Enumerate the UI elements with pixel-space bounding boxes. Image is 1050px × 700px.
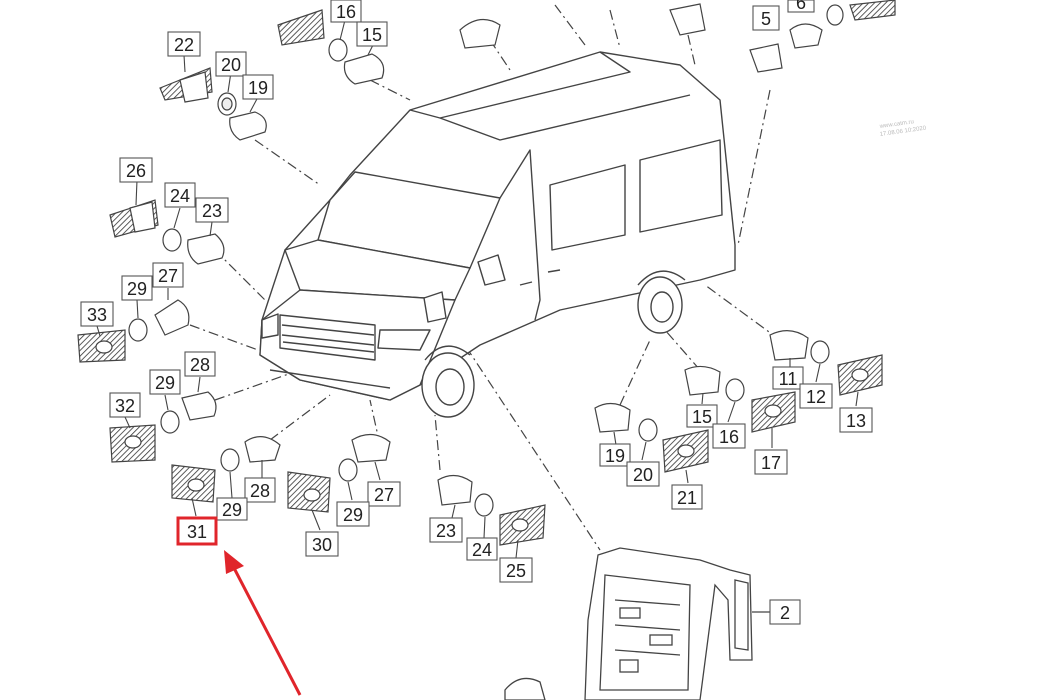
label-27: 27 [158,266,178,286]
label-20: 20 [633,465,653,485]
label-27: 27 [374,485,394,505]
label-23: 23 [436,521,456,541]
label-16: 16 [336,2,356,22]
label-15: 15 [362,25,382,45]
arrow-head-icon [224,550,244,574]
label-12: 12 [806,387,826,407]
label-26: 26 [126,161,146,181]
label-11: 11 [779,369,798,389]
sensor-parts [77,0,896,546]
label-17: 17 [761,453,781,473]
label-16: 16 [719,427,739,447]
annotation-arrow [224,550,302,696]
watermark-line-1: www.catm.ru [878,119,914,130]
callout-labels [80,0,873,625]
watermark: www.catm.ru 17.08.06 10:2020 [878,119,927,138]
label-28: 28 [250,481,270,501]
label-ticks [96,19,859,559]
highlight-box [176,516,218,546]
label-30: 30 [312,535,332,555]
label-29: 29 [222,500,242,520]
label-2: 2 [780,603,790,623]
label-15: 15 [692,407,712,427]
label-31-highlighted: 31 [187,522,207,542]
callout-label-texts: 22 20 19 16 15 5 6 26 24 23 29 27 33 28 … [87,0,866,623]
label-21: 21 [677,488,697,508]
label-22: 22 [174,35,194,55]
label-33: 33 [87,305,107,325]
label-23: 23 [202,201,222,221]
label-6: 6 [796,0,806,13]
label-19: 19 [248,78,268,98]
label-13: 13 [846,411,866,431]
label-25: 25 [506,561,526,581]
control-unit [504,547,770,700]
label-32: 32 [115,396,135,416]
label-5: 5 [761,9,771,29]
label-29: 29 [127,279,147,299]
van-outline [259,51,736,418]
label-29: 29 [155,373,175,393]
label-24: 24 [170,186,190,206]
label-20: 20 [221,55,241,75]
label-28: 28 [190,355,210,375]
label-19: 19 [605,446,625,466]
label-29: 29 [343,505,363,525]
label-24: 24 [472,540,492,560]
